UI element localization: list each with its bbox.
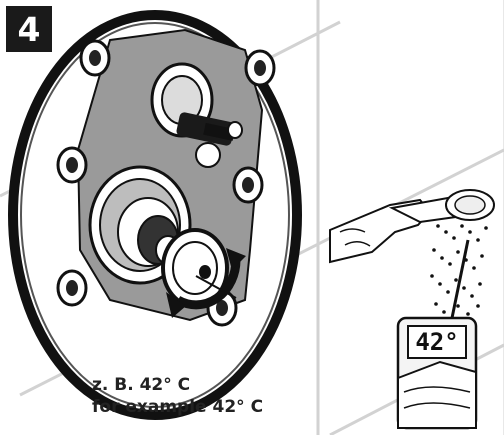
temperature-caption: z. B. 42° C for example 42° C <box>92 374 263 418</box>
hand-shower-icon <box>329 189 495 264</box>
caption-german: z. B. 42° C <box>92 375 191 395</box>
digital-thermometer-icon <box>396 239 478 430</box>
rotate-arrow-icon <box>166 248 246 318</box>
mounting-bolt <box>56 146 88 184</box>
mounting-bolt <box>232 166 264 204</box>
thermometer-reading: 42° <box>415 328 458 356</box>
caption-english: for example 42° C <box>92 397 264 417</box>
mounting-bolt <box>56 269 88 307</box>
diverter-cartridge <box>150 62 243 168</box>
mounting-bolt <box>79 39 111 77</box>
step-number-badge: 4 <box>6 6 52 52</box>
mounting-bolt <box>244 49 276 87</box>
water-spray <box>430 224 488 316</box>
